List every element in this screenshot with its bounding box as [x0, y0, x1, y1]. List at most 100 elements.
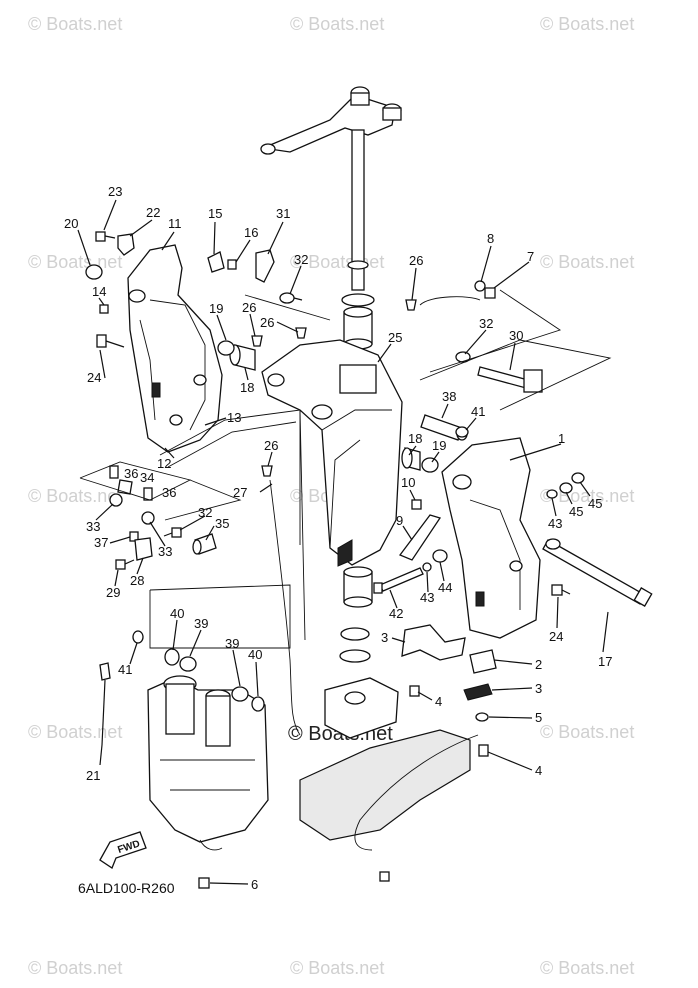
- swivel-bracket: [261, 339, 403, 567]
- plate-9: [398, 514, 442, 561]
- bushing-35: [192, 533, 217, 555]
- bushing-18-right: [401, 447, 421, 471]
- callout-31: 31: [276, 206, 290, 221]
- callout-45-a: 45: [569, 504, 583, 519]
- leader-lines: [77, 199, 609, 885]
- callout-21: 21: [86, 768, 100, 783]
- callout-35: 35: [215, 516, 229, 531]
- fwd-arrow: FWD: [99, 831, 147, 869]
- steering-shaft: [347, 129, 369, 291]
- bushing-36-a: [109, 465, 119, 479]
- bolt-32-top: [279, 292, 303, 304]
- callout-6: 6: [251, 877, 258, 892]
- bolt-10: [411, 499, 422, 510]
- grease-nipple-26-d: [261, 465, 273, 477]
- callout-38: 38: [442, 389, 456, 404]
- plate-3-lower: [463, 683, 493, 701]
- clip-15: [207, 251, 225, 273]
- callout-12: 12: [157, 456, 171, 471]
- nut-45-b: [571, 472, 585, 484]
- bushing-39-b: [231, 686, 249, 702]
- bushing-stack-upper: [341, 293, 375, 368]
- lead-wire-21: [99, 662, 111, 746]
- nut-45-a: [559, 482, 573, 494]
- grease-nipple-26-b: [251, 335, 263, 347]
- callout-15: 15: [208, 206, 222, 221]
- clamp-bracket-left: [127, 244, 223, 453]
- callout-39-b: 39: [225, 636, 239, 651]
- callout-3-top: 3: [381, 630, 388, 645]
- collar-19-left: [217, 340, 235, 356]
- callout-8: 8: [487, 231, 494, 246]
- callout-16: 16: [244, 225, 258, 240]
- bolt-24-right: [551, 584, 571, 596]
- callout-4-upper: 4: [435, 694, 442, 709]
- callout-41-lower: 41: [118, 662, 132, 677]
- diagram-code: 6ALD100-R260: [78, 880, 175, 896]
- callout-42: 42: [389, 606, 403, 621]
- callout-18-left: 18: [240, 380, 254, 395]
- bushing-36-b: [143, 487, 153, 501]
- callout-45-b: 45: [588, 496, 602, 511]
- callout-32-lower: 32: [198, 505, 212, 520]
- bolt-37: [129, 531, 139, 542]
- watermark: © Boats.net: [540, 958, 635, 978]
- bolt-4-lower: [478, 744, 489, 757]
- bracket-31: [255, 249, 275, 283]
- callout-40-b: 40: [248, 647, 262, 662]
- callout-39-a: 39: [194, 616, 208, 631]
- washer-43-a: [546, 489, 558, 499]
- callout-28: 28: [130, 573, 144, 588]
- watermark: © Boats.net: [28, 14, 123, 34]
- callout-18-right: 18: [408, 431, 422, 446]
- lower-mount-housing: [324, 677, 399, 739]
- through-tube: [542, 538, 653, 607]
- bolt-6-b: [379, 871, 390, 882]
- bolt-6: [198, 877, 210, 889]
- callout-26-b: 26: [242, 300, 256, 315]
- bracket-3-top: [401, 624, 466, 661]
- clip-5: [475, 712, 489, 722]
- clip-7: [484, 287, 496, 299]
- clamp-bracket-right: [441, 437, 541, 639]
- collar-40-a: [164, 648, 180, 666]
- callout-36-b: 36: [162, 485, 176, 500]
- bolt-32-lower: [163, 527, 182, 538]
- bolt-42: [373, 567, 424, 594]
- collar-33-b: [141, 511, 155, 525]
- kit-outline-right: [244, 289, 612, 411]
- bushing-39-a: [179, 656, 197, 672]
- callout-19-left: 19: [209, 301, 223, 316]
- callout-34: 34: [140, 470, 154, 485]
- callout-3-lower: 3: [535, 681, 542, 696]
- watermark: © Boats.net: [540, 252, 635, 272]
- watermark: © Boats.net: [28, 722, 123, 742]
- callout-43-b: 43: [420, 590, 434, 605]
- callout-14: 14: [92, 284, 106, 299]
- callout-33-a: 33: [86, 519, 100, 534]
- callout-26-a: 26: [409, 253, 423, 268]
- grease-nipple-26-c: [295, 327, 307, 339]
- callout-20: 20: [64, 216, 78, 231]
- callout-29: 29: [106, 585, 120, 600]
- callout-37: 37: [94, 535, 108, 550]
- callout-36-a: 36: [124, 466, 138, 481]
- steering-arm: [260, 86, 402, 155]
- power-trim-tilt-unit: [147, 675, 269, 843]
- watermark: © Boats.net: [540, 722, 635, 742]
- lower-bracket-shadow: [299, 729, 471, 841]
- washer-44: [432, 549, 448, 563]
- callout-24-left: 24: [87, 370, 101, 385]
- callout-17: 17: [598, 654, 612, 669]
- nut-41-lower: [132, 630, 144, 644]
- callout-25: 25: [388, 330, 402, 345]
- watermark: © Boats.net: [540, 14, 635, 34]
- callout-5: 5: [535, 710, 542, 725]
- nut-41: [455, 426, 469, 438]
- bolt-23: [95, 231, 116, 242]
- callout-1: 1: [558, 431, 565, 446]
- callout-43-a: 43: [548, 516, 562, 531]
- collar-40-b: [251, 696, 265, 712]
